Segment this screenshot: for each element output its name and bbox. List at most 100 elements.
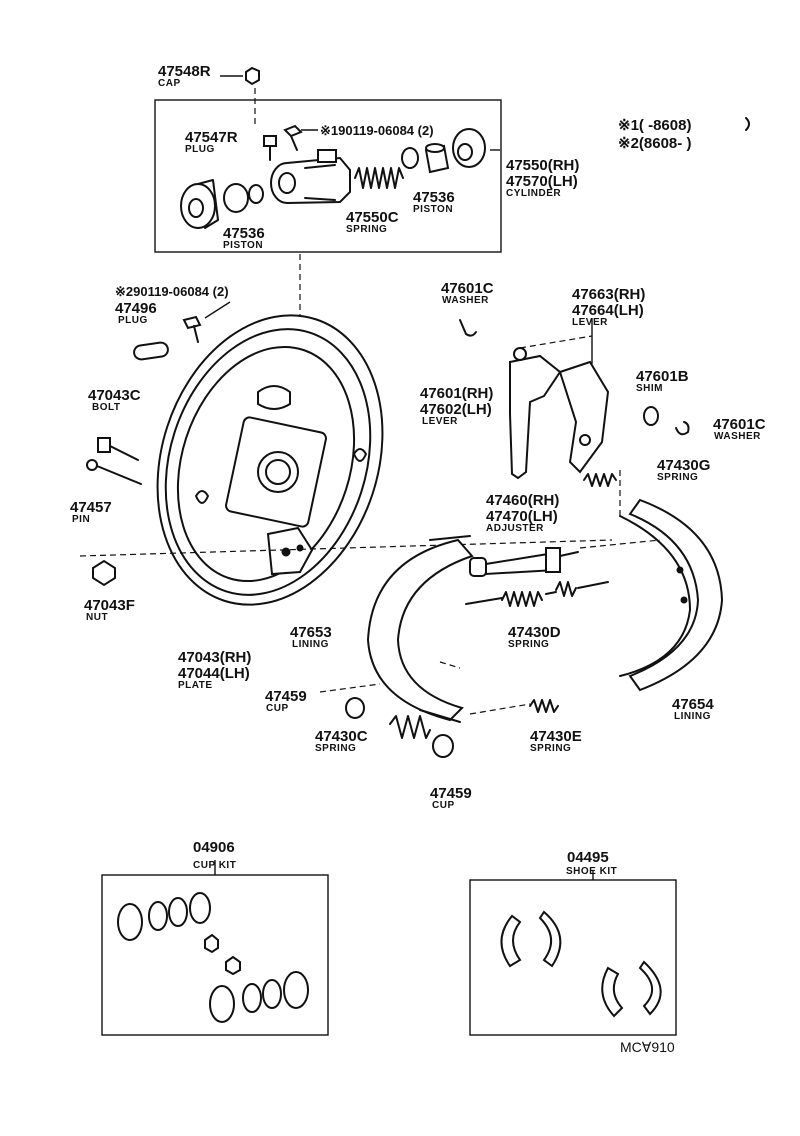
dash-plate-shoes	[79, 539, 613, 557]
cup-kit-name: CUP KIT	[193, 860, 236, 871]
label-47550-rh: 47550(RH)	[506, 157, 579, 174]
plug-47547R-drawing	[263, 135, 277, 161]
label-47653-name: LINING	[292, 639, 329, 650]
label-bolt-mid: ※290119-06084 (2)	[115, 284, 229, 299]
shoe-kit-frame	[469, 879, 677, 1036]
labels: 47548R CAP 47547R PLUG ※190119-06084 (2)…	[70, 63, 766, 1055]
label-47548R-number: 47548R	[158, 63, 211, 80]
shim-47601B-drawing	[643, 406, 659, 426]
label-47550C-name: SPRING	[346, 224, 387, 235]
label-47653-number: 47653	[290, 624, 332, 641]
label-47663-name: LEVER	[572, 317, 608, 328]
cup-47459-top-drawing	[345, 697, 365, 719]
cup-kit-number: 04906	[193, 839, 235, 856]
shoe-right-drawing	[619, 498, 724, 692]
spring-47430E-drawing	[529, 699, 559, 713]
label-47550C-number: 47550C	[346, 209, 399, 226]
legend-brackets	[745, 117, 750, 131]
label-47043-name: PLATE	[178, 680, 213, 691]
label-47430G-name: SPRING	[657, 472, 698, 483]
legend-line-2: ※2(8608- )	[618, 135, 691, 152]
shoe-kit-name: SHOE KIT	[566, 866, 617, 877]
label-47601C-right-name: WASHER	[714, 431, 761, 442]
cylinder-group-frame	[154, 99, 502, 253]
label-47601-rh: 47601(RH)	[420, 385, 493, 402]
label-47536-left-number: 47536	[223, 225, 265, 242]
label-47430G-number: 47430G	[657, 457, 710, 474]
bolt-290119-drawing	[182, 315, 202, 343]
label-47547R-number: 47547R	[185, 129, 238, 146]
cup-47459-bottom-drawing	[432, 734, 454, 758]
wheel-cylinder-group	[154, 66, 502, 253]
lever-group-drawing	[509, 318, 610, 480]
label-47663-rh: 47663(RH)	[572, 286, 645, 303]
label-47430D-name: SPRING	[508, 639, 549, 650]
label-47459-bottom-number: 47459	[430, 785, 472, 802]
label-47459-top-number: 47459	[265, 688, 307, 705]
backing-plate-drawing	[156, 314, 384, 606]
label-47043F-name: NUT	[86, 612, 108, 623]
bolt-190119-drawing	[283, 124, 303, 151]
label-47430D-number: 47430D	[508, 624, 561, 641]
legend-line-1: ※1( -8608)	[618, 117, 691, 134]
label-47043-rh: 47043(RH)	[178, 649, 251, 666]
shoe-kit-number: 04495	[567, 849, 609, 866]
label-47536-right-name: PISTON	[413, 204, 453, 215]
cylinder-body-drawing	[270, 149, 351, 204]
label-47496-number: 47496	[115, 300, 157, 317]
washer-47601C-top-drawing	[459, 319, 477, 337]
label-47460-name: ADJUSTER	[486, 523, 544, 534]
label-47460-lh: 47470(LH)	[486, 508, 558, 525]
label-47601B-name: SHIM	[636, 383, 663, 394]
label-47459-top-name: CUP	[266, 703, 289, 714]
label-47536-left-name: PISTON	[223, 240, 263, 251]
adjuster-drawing	[469, 547, 579, 577]
label-47430C-number: 47430C	[315, 728, 368, 745]
washer-47601C-right-drawing	[675, 421, 690, 436]
label-47601C-top-number: 47601C	[441, 280, 494, 297]
label-47654-name: LINING	[674, 711, 711, 722]
label-47550-name: CYLINDER	[506, 188, 561, 199]
spring-47430D-drawing	[465, 581, 609, 607]
label-47601-lh: 47602(LH)	[420, 401, 492, 418]
label-47601-name: LEVER	[422, 416, 458, 427]
pin-47457-drawing	[86, 459, 142, 485]
nut-47043F-drawing	[92, 559, 116, 587]
spring-47430C-drawing	[389, 715, 431, 739]
label-47536-right-number: 47536	[413, 189, 455, 206]
label-47459-bottom-name: CUP	[432, 800, 455, 811]
shoe-kit-drawing	[469, 870, 677, 1036]
footer-code: MC∀910	[620, 1039, 675, 1055]
label-47457-name: PIN	[72, 514, 90, 525]
label-47548R-name: CAP	[158, 78, 181, 89]
label-47601C-right-number: 47601C	[713, 416, 766, 433]
label-47460-rh: 47460(RH)	[486, 492, 559, 509]
boot-left-drawing	[180, 179, 219, 229]
piston-right-drawing	[424, 143, 450, 174]
label-47457-number: 47457	[70, 499, 112, 516]
label-47547R-name: PLUG	[185, 144, 215, 155]
label-47430E-name: SPRING	[530, 743, 571, 754]
label-47663-lh: 47664(LH)	[572, 302, 644, 319]
label-47601C-top-name: WASHER	[442, 295, 489, 306]
label-47043C-number: 47043C	[88, 387, 141, 404]
label-bolt-top: ※190119-06084 (2)	[320, 123, 434, 138]
plug-47496-drawing	[133, 341, 169, 361]
label-47654-number: 47654	[672, 696, 714, 713]
label-47430C-name: SPRING	[315, 743, 356, 754]
label-47043-lh: 47044(LH)	[178, 665, 250, 682]
label-47601B-number: 47601B	[636, 368, 689, 385]
cup-kit-drawing	[101, 860, 329, 1036]
label-47043C-name: BOLT	[92, 402, 120, 413]
cap-47548R-drawing	[245, 66, 260, 86]
label-47430E-number: 47430E	[530, 728, 582, 745]
bolt-47043C-drawing	[97, 437, 139, 461]
label-47043F-number: 47043F	[84, 597, 135, 614]
spring-47430G-drawing	[583, 473, 617, 487]
cylinder-spring-drawing	[354, 147, 419, 189]
piston-left-drawing	[223, 183, 264, 213]
label-47550-lh: 47570(LH)	[506, 173, 578, 190]
shoe-left-drawing	[366, 535, 474, 723]
label-47496-name: PLUG	[118, 315, 148, 326]
